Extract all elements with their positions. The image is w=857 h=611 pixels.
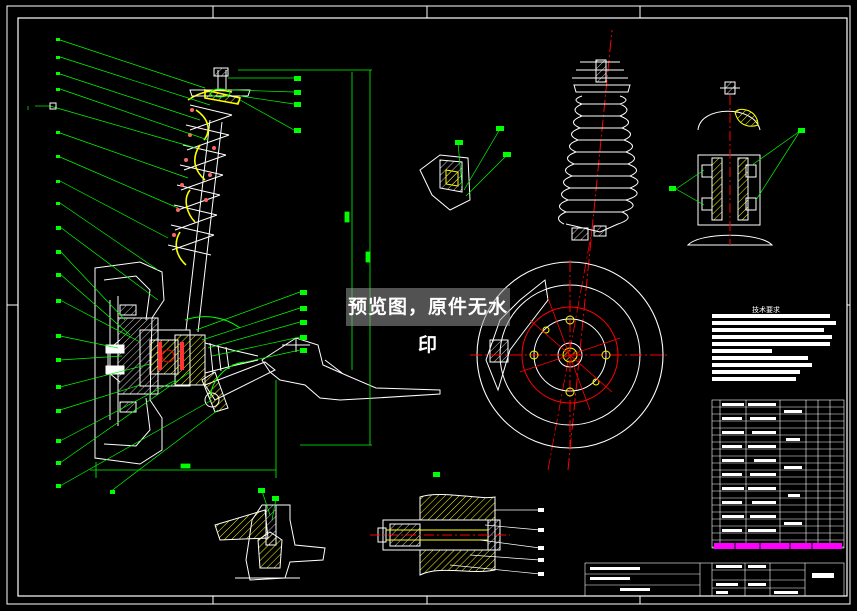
title-block — [584, 562, 845, 597]
leader-lines-right — [195, 77, 301, 366]
main-assembly-view — [27, 38, 805, 501]
detail-ball-joint — [214, 490, 326, 581]
title-block-fills — [590, 565, 834, 594]
parts-list-table — [711, 399, 845, 549]
parts-list-header — [714, 543, 842, 549]
parts-list-fills — [722, 403, 802, 532]
drawing-frame — [6, 5, 851, 605]
detail-caliper — [419, 128, 508, 211]
side-view — [470, 29, 670, 471]
coil-spring — [167, 104, 233, 256]
detail-bolt-joint — [370, 494, 544, 576]
parts-list-rows — [712, 406, 844, 548]
detail-bushing — [675, 81, 801, 246]
leader-lines-left — [27, 39, 219, 493]
technical-requirements-text — [712, 314, 836, 381]
brake-disc — [470, 260, 670, 450]
dimension-lines — [90, 69, 372, 478]
preview-watermark: 预览图，原件无水印 — [346, 288, 510, 356]
technical-requirements-title: 技术要求 — [752, 306, 780, 314]
